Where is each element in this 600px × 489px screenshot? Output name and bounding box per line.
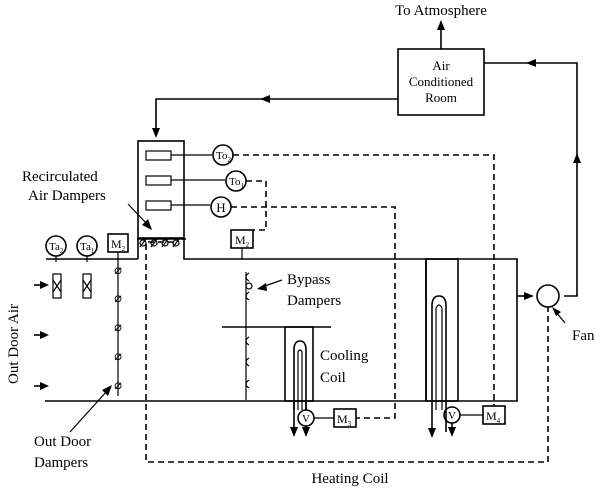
od-dampers-pointer	[69, 390, 108, 433]
od-dampers-line2: Dampers	[34, 455, 88, 471]
m3-label: M3	[337, 412, 352, 428]
return-duct-sensor-3	[145, 200, 172, 211]
od-dampers-line1: Out Door	[34, 434, 91, 450]
ta1-label: Ta1	[80, 241, 95, 255]
h-label: H	[216, 200, 225, 215]
control-line-to2-m4	[233, 154, 495, 406]
control-line-to1-m2	[246, 180, 267, 231]
bypass-dampers	[245, 272, 253, 389]
return-duct-sensor-1	[145, 150, 172, 161]
return-duct-sensor-2	[145, 175, 172, 186]
recirc-label-line2: Air Dampers	[28, 188, 106, 204]
return-arrow-2	[152, 128, 160, 138]
room-label-line3: Room	[425, 90, 457, 105]
to2-label: To2	[216, 150, 231, 164]
recirc-pointer-head	[142, 219, 152, 230]
v-cool-label: V	[302, 413, 310, 425]
cooling-coil-housing	[284, 326, 314, 402]
air-handler-casing	[45, 238, 518, 402]
svg-text:⌀: ⌀	[114, 348, 122, 363]
control-line-fan-loop	[145, 241, 549, 463]
cooling-label-line2: Coil	[320, 370, 346, 386]
outdoor-dampers: ⌀ ⌀ ⌀ ⌀ ⌀	[114, 262, 122, 392]
control-line-h-m3	[231, 206, 396, 419]
v-heat-label: V	[448, 410, 456, 422]
recirc-damper-4	[172, 239, 180, 247]
m2-mid-label: M2	[235, 233, 250, 249]
svg-text:⌀: ⌀	[114, 290, 122, 305]
recirc-damper-2	[150, 239, 158, 247]
fan-label: Fan	[572, 328, 595, 344]
heating-coil-label: Heating Coil	[311, 471, 388, 487]
out-door-air-label: Out Door Air	[6, 304, 22, 384]
return-air-duct	[155, 98, 398, 132]
ta2-label: Ta2	[49, 241, 64, 255]
recirc-label-line1: Recirculated	[22, 169, 98, 185]
recirc-pointer-line	[127, 203, 148, 225]
svg-text:⌀: ⌀	[114, 319, 122, 334]
supply-arrow-up	[573, 153, 581, 163]
heating-coil-tube	[431, 295, 447, 432]
supply-arrow-left	[526, 59, 536, 67]
cooling-label-line1: Cooling	[320, 348, 369, 364]
room-label-line2: Conditioned	[409, 74, 474, 89]
bypass-label-line2: Dampers	[287, 293, 341, 309]
cooling-coil-tube	[293, 340, 307, 410]
to1-label: To1	[229, 176, 244, 190]
outdoor-filter-2	[82, 273, 92, 299]
supply-fan	[536, 284, 560, 308]
svg-text:⌀: ⌀	[114, 262, 122, 277]
exhaust-arrow-head	[437, 20, 445, 30]
recirc-damper-1	[139, 239, 147, 247]
to-atmosphere-label: To Atmosphere	[395, 3, 487, 19]
room-label-line1: Air	[432, 58, 450, 73]
supply-air-duct	[484, 62, 578, 297]
return-arrow-1	[260, 95, 270, 103]
return-plenum-box	[137, 140, 185, 239]
m4-label: M4	[486, 409, 501, 425]
bypass-label-line1: Bypass	[287, 272, 331, 288]
outdoor-filter-1	[52, 273, 62, 299]
recirc-damper-3	[161, 239, 169, 247]
recirc-dampers	[137, 238, 186, 248]
svg-text:⌀: ⌀	[114, 377, 122, 392]
m2-left-label: M2	[111, 237, 126, 253]
